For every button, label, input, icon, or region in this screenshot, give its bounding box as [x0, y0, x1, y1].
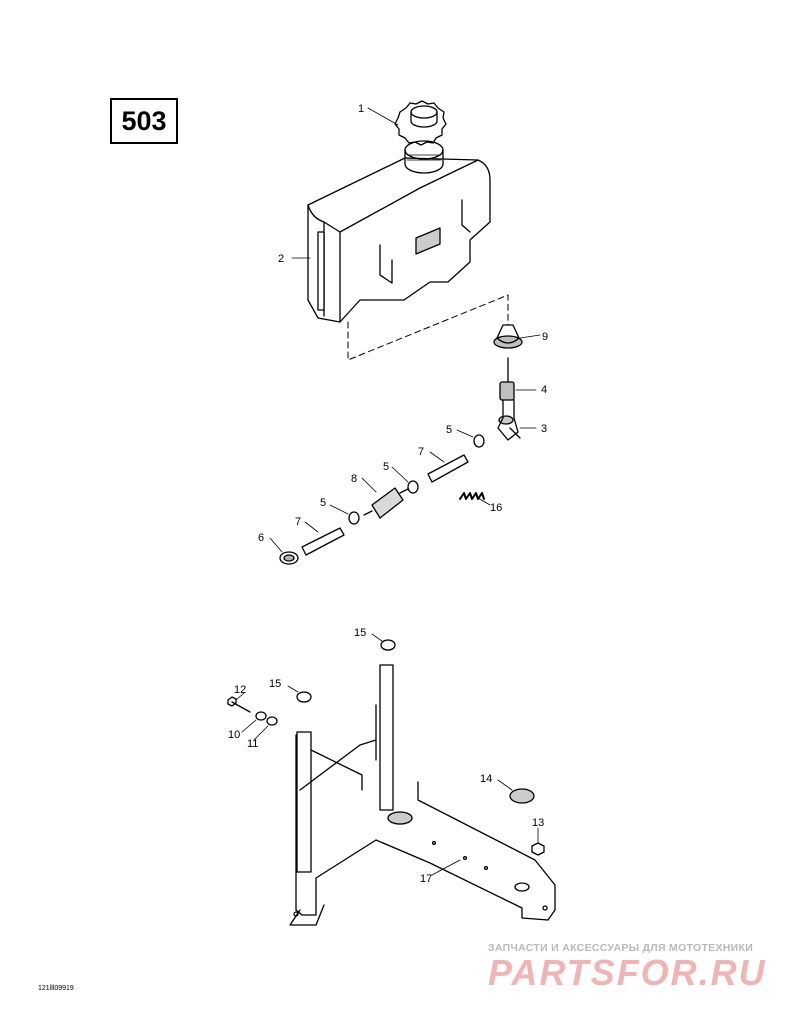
- callout-15: 15: [354, 627, 366, 639]
- callout-12: 12: [234, 684, 246, 696]
- callout-9: 9: [542, 331, 548, 343]
- elbow-fitting-part: [497, 357, 521, 441]
- oil-tank-part: [307, 140, 491, 323]
- callout-7: 7: [295, 516, 301, 528]
- hose-part: [427, 454, 469, 483]
- fitting-part: [279, 551, 299, 565]
- plug-cap-part: [296, 691, 312, 703]
- grommet-part: [493, 324, 523, 349]
- callout-13: 13: [532, 817, 544, 829]
- callout-16: 16: [490, 502, 502, 514]
- callout-11: 11: [247, 738, 258, 750]
- tank-bracket-part: [289, 664, 556, 926]
- callout-14: 14: [480, 773, 492, 785]
- callout-4: 4: [541, 384, 547, 396]
- callout-15: 15: [269, 678, 281, 690]
- bolt-part: [227, 696, 251, 713]
- spring-part: [459, 492, 485, 500]
- inline-filter-part: [363, 487, 409, 519]
- plug-cap-part: [380, 639, 396, 651]
- watermark-tagline: ЗАПЧАСТИ И АКСЕССУАРЫ ДЛЯ МОТОТЕХНИКИ: [488, 942, 754, 954]
- callout-2: 2: [278, 253, 284, 265]
- callout-5: 5: [383, 461, 389, 473]
- callout-5: 5: [446, 424, 452, 436]
- watermark-logo: PARTSFOR.RU: [488, 952, 767, 993]
- drawing-reference-code: 121lll09919: [38, 985, 74, 992]
- callout-1: 1: [358, 103, 364, 115]
- washer-part: [255, 711, 267, 721]
- callout-8: 8: [351, 473, 357, 485]
- leader-lines: [235, 107, 541, 876]
- page-number-box: 503: [110, 98, 178, 144]
- callout-7: 7: [418, 446, 424, 458]
- hose-clamp-part: [407, 480, 419, 494]
- tank-cap-part: [394, 100, 447, 146]
- washer-part: [266, 716, 278, 726]
- assembly-dashed-line: [347, 294, 509, 361]
- callout-6: 6: [258, 532, 264, 544]
- hose-clamp-part: [473, 434, 485, 448]
- callout-5: 5: [320, 497, 326, 509]
- nut-part: [531, 842, 545, 856]
- hose-clamp-part: [348, 511, 360, 525]
- rubber-mount-part: [509, 788, 535, 804]
- page-number: 503: [121, 105, 167, 136]
- hose-part: [301, 527, 345, 556]
- callout-3: 3: [541, 423, 547, 435]
- callout-10: 10: [228, 729, 240, 741]
- callout-17: 17: [420, 873, 432, 885]
